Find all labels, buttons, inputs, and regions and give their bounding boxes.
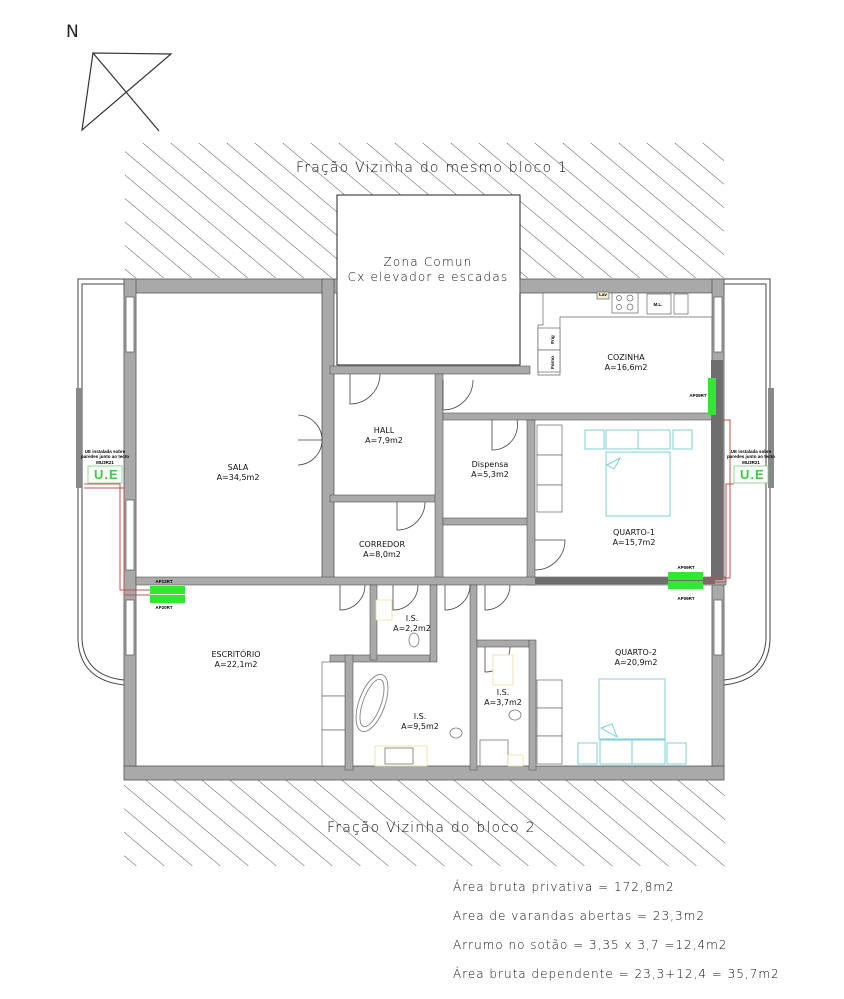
neighbor-top-label: Fração Vizinha do mesmo bloco 1 bbox=[296, 160, 569, 176]
pipes bbox=[84, 419, 734, 596]
ue-right-label: U.E bbox=[740, 467, 765, 482]
ue-right-note: UE instalada sobre bbox=[730, 449, 772, 454]
north-arrow-icon bbox=[81, 51, 173, 132]
summary-line: Area de varandas abertas = 23,3m2 bbox=[453, 909, 705, 923]
ac-cozinha-label: AP09RT bbox=[689, 393, 707, 398]
north-label: N bbox=[66, 22, 79, 42]
beds bbox=[577, 429, 693, 765]
kitchen-oven-label: Forno bbox=[549, 356, 555, 369]
ac-sala-label: AP12RT bbox=[155, 579, 173, 584]
ue-left-code: MU3R21 bbox=[96, 460, 114, 465]
ue-right-code: MU3R21 bbox=[742, 460, 760, 465]
balcony-right bbox=[723, 278, 774, 686]
room-is-main: I.S.A=9,5m2 bbox=[401, 712, 439, 731]
ue-box-right bbox=[733, 465, 769, 484]
ue-right-note2: paredes junto ao tecto bbox=[726, 454, 776, 459]
common-zone-title: Zona Comun bbox=[383, 255, 473, 269]
ac-quarto2-label: AP09RT bbox=[677, 596, 695, 601]
summary-line: Arrumo no sotão = 3,35 x 3,7 =12,4m2 bbox=[453, 938, 728, 952]
common-zone-subtitle: Cx elevador e escadas bbox=[347, 270, 509, 284]
ue-left-note: UE instalada sobre bbox=[84, 449, 126, 454]
kitchen-counters bbox=[537, 291, 713, 376]
wardrobes bbox=[321, 424, 563, 767]
interior-walls bbox=[135, 365, 727, 771]
ac-escritorio-label: AP20RT bbox=[155, 605, 173, 610]
room-is-small: I.S.A=2,2m2 bbox=[393, 614, 431, 633]
neighbor-bottom-hatch bbox=[124, 780, 725, 866]
ue-left-label: U.E bbox=[94, 467, 119, 482]
area-summary: Área bruta privativa = 172,8m2 Area de v… bbox=[453, 880, 780, 996]
summary-line: Área bruta privativa = 172,8m2 bbox=[453, 880, 675, 894]
ue-left-note2: paredes junto ao tecto bbox=[80, 454, 130, 459]
neighbor-bottom-label: Fração Vizinha do bloco 2 bbox=[327, 820, 536, 836]
common-zone bbox=[336, 194, 521, 366]
balcony-left bbox=[76, 278, 125, 686]
ue-box-left bbox=[87, 465, 123, 484]
bathroom-fixtures bbox=[355, 599, 524, 767]
kitchen-microwave-label: M.L. bbox=[653, 302, 663, 307]
summary-line: Área bruta dependente = 23,3+12,4 = 35,7… bbox=[453, 967, 780, 981]
room-is-quarto: I.S.A=3,7m2 bbox=[484, 688, 522, 707]
kitchen-sink-label: Lav bbox=[599, 292, 607, 297]
ac-units bbox=[150, 378, 716, 603]
kitchen-fridge-label: Frig bbox=[549, 335, 555, 344]
ac-quarto1-label: AP09RT bbox=[677, 565, 695, 570]
